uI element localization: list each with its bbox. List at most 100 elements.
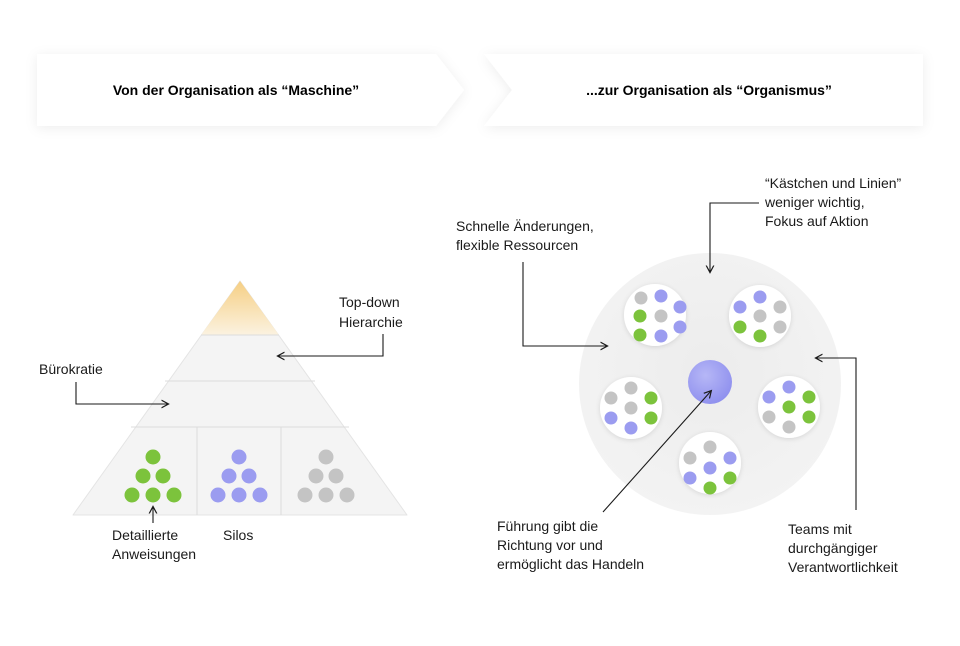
dot <box>703 481 717 495</box>
dot <box>339 487 355 503</box>
dot <box>673 320 687 334</box>
header-banner-machine <box>37 54 464 126</box>
header-banners: Von der Organisation als “Maschine” ...z… <box>37 54 923 126</box>
silo-green <box>124 449 182 503</box>
label-hierarchy: Top-down Hierarchie <box>339 294 404 330</box>
label-line: Anweisungen <box>112 546 196 562</box>
dot <box>773 320 787 334</box>
machine-labels: Top-down Hierarchie Bürokratie Detaillie… <box>39 294 404 562</box>
label-silos: Silos <box>223 527 253 543</box>
dot <box>673 300 687 314</box>
label-line: flexible Ressourcen <box>456 237 578 253</box>
dot <box>703 461 717 475</box>
dot <box>633 309 647 323</box>
dot <box>753 290 767 304</box>
label-line: Führung gibt die <box>497 518 598 534</box>
dot <box>221 468 237 484</box>
dot <box>773 300 787 314</box>
dot <box>166 487 182 503</box>
pyramid-apex <box>201 281 279 335</box>
hierarchy-pyramid <box>72 280 408 516</box>
arrow-teams <box>816 358 857 510</box>
organism-diagram <box>579 253 841 515</box>
dot <box>241 468 257 484</box>
dot <box>703 440 717 454</box>
arrow-changes <box>522 262 607 346</box>
silo-purple <box>210 449 268 503</box>
organism-labels: Schnelle Änderungen, flexible Ressourcen… <box>456 175 905 575</box>
dot <box>308 468 324 484</box>
dot <box>733 300 747 314</box>
dot <box>155 468 171 484</box>
dot <box>723 451 737 465</box>
dot <box>802 410 816 424</box>
dot <box>644 391 658 405</box>
dot <box>252 487 268 503</box>
organism-arrows <box>522 202 857 513</box>
dot <box>654 309 668 323</box>
label-line: Richtung vor und <box>497 537 603 553</box>
silo-gray <box>297 449 355 503</box>
dot <box>733 320 747 334</box>
team-card-top-left <box>624 284 687 346</box>
dot <box>723 471 737 485</box>
dot <box>753 309 767 323</box>
header-banner-organism <box>484 54 923 126</box>
dot <box>297 487 313 503</box>
dot <box>644 411 658 425</box>
team-card-left <box>600 377 662 439</box>
dot <box>318 449 334 465</box>
label-line: Schnelle Änderungen, <box>456 218 594 234</box>
team-card-right <box>758 376 820 438</box>
dot <box>145 487 161 503</box>
label-changes: Schnelle Änderungen, flexible Ressourcen <box>456 218 598 253</box>
dot <box>624 381 638 395</box>
arrow-boxes <box>710 202 759 272</box>
label-line: durchgängiger <box>788 540 878 556</box>
team-card-bottom <box>679 432 741 495</box>
label-line: Fokus auf Aktion <box>765 213 869 229</box>
dot <box>762 390 776 404</box>
dot <box>802 390 816 404</box>
label-line: Detaillierte <box>112 527 178 543</box>
label-leadership: Führung gibt die Richtung vor und ermögl… <box>497 518 644 572</box>
dot <box>633 328 647 342</box>
arrow-hierarchy <box>278 334 384 356</box>
arrow-leadership <box>602 391 711 513</box>
label-boxes: “Kästchen und Linien” weniger wichtig, F… <box>764 175 905 229</box>
leadership-hub <box>688 360 732 404</box>
label-bureaucracy: Bürokratie <box>39 361 103 377</box>
dot <box>135 468 151 484</box>
team-card-top-right <box>729 285 791 347</box>
dot <box>654 329 668 343</box>
dot <box>634 291 648 305</box>
dot <box>328 468 344 484</box>
arrow-bureaucracy <box>75 382 168 404</box>
dot <box>318 487 334 503</box>
dot <box>753 329 767 343</box>
dot <box>124 487 140 503</box>
dot <box>231 449 247 465</box>
label-line: weniger wichtig, <box>764 194 865 210</box>
label-line: Top-down <box>339 294 400 310</box>
dot <box>782 380 796 394</box>
label-line: Verantwortlichkeit <box>788 559 898 575</box>
dot <box>654 289 668 303</box>
label-line: ermöglicht das Handeln <box>497 556 644 572</box>
label-line: “Kästchen und Linien” <box>765 175 902 191</box>
dot <box>782 400 796 414</box>
dot <box>604 411 618 425</box>
header-label-organism: ...zur Organisation als “Organismus” <box>586 82 832 98</box>
dot <box>624 421 638 435</box>
label-instructions: Detaillierte Anweisungen <box>112 527 196 562</box>
dot <box>683 471 697 485</box>
dot <box>683 451 697 465</box>
dot <box>210 487 226 503</box>
label-teams: Teams mit durchgängiger Verantwortlichke… <box>788 521 898 575</box>
dot <box>762 410 776 424</box>
machine-arrows <box>75 334 384 523</box>
dot <box>604 391 618 405</box>
dot <box>782 420 796 434</box>
label-line: Hierarchie <box>339 314 403 330</box>
